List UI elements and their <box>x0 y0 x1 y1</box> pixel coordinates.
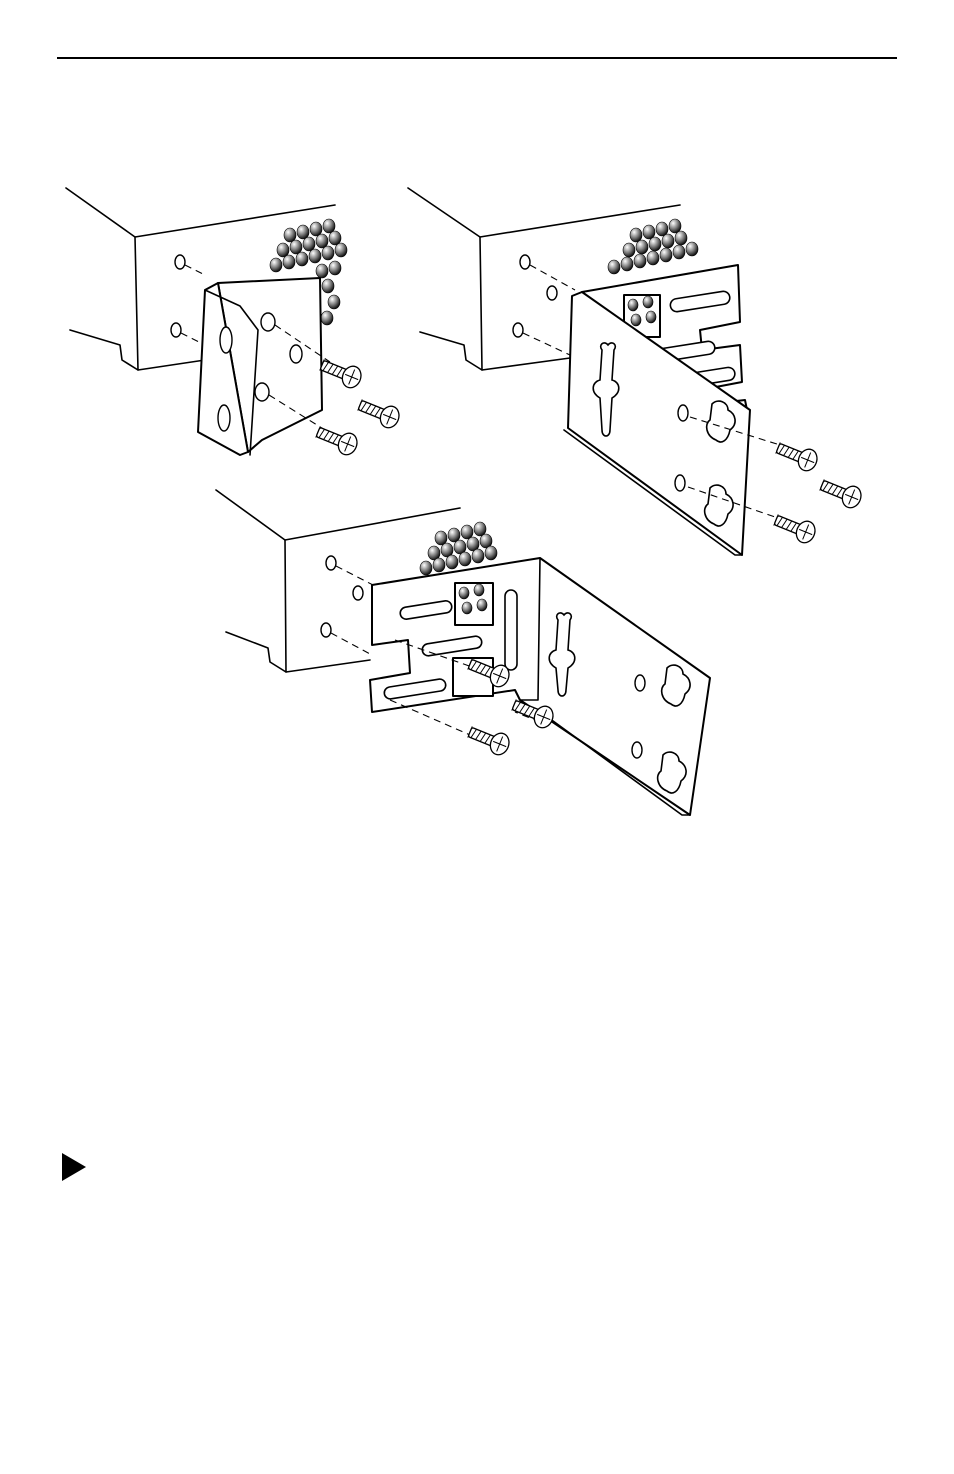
shelf-bracket-view <box>216 490 710 815</box>
bracket-mounting-illustration <box>0 0 954 900</box>
rack-bracket-view <box>66 188 402 458</box>
wall-bracket-view <box>408 188 864 555</box>
bracket-mounting-figure <box>0 0 954 900</box>
right-triangle-arrow-icon <box>62 1153 86 1181</box>
